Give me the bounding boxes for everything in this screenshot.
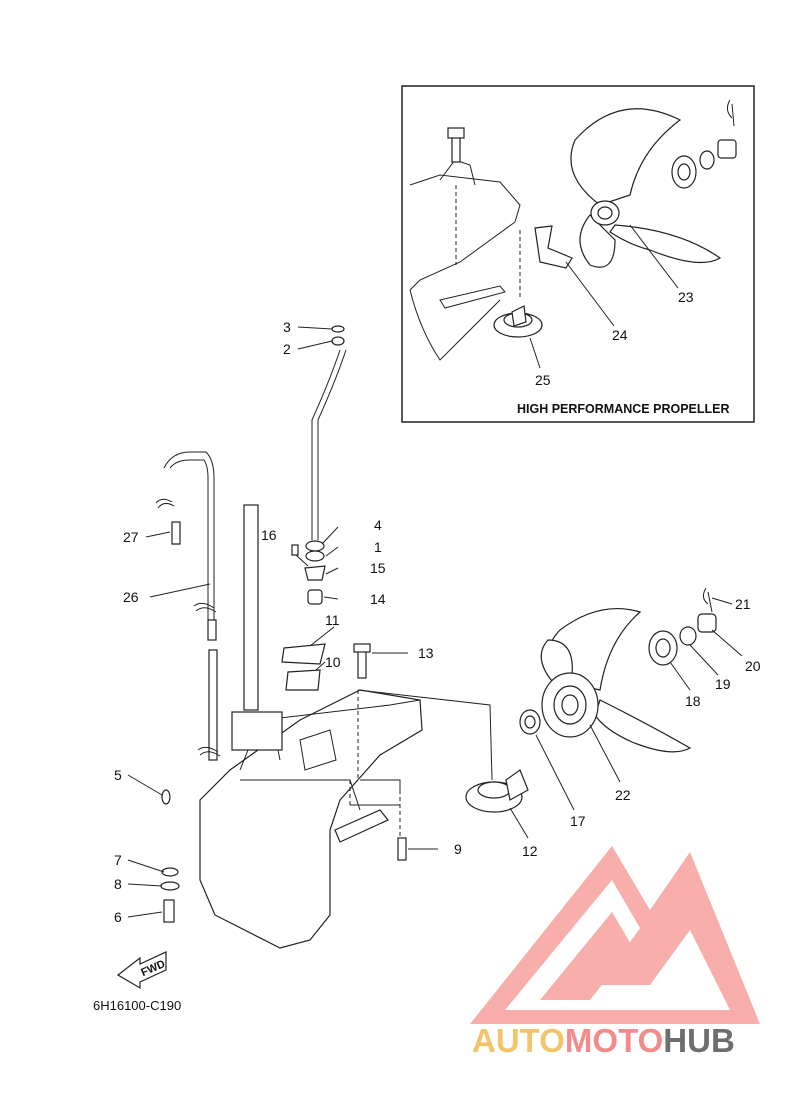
callout-15: 15 — [370, 560, 386, 576]
callout-18: 18 — [685, 693, 701, 709]
lower-unit-assembly — [116, 325, 743, 990]
callout-13: 13 — [418, 645, 434, 661]
watermark-logo — [470, 846, 760, 1024]
watermark-hub: HUB — [663, 1022, 735, 1059]
diagram-code: 6H16100-C190 — [93, 998, 181, 1013]
callout-10: 10 — [325, 654, 341, 670]
callout-12: 12 — [522, 843, 538, 859]
callout-17: 17 — [570, 813, 586, 829]
callout-24: 24 — [612, 327, 628, 343]
callout-22: 22 — [615, 787, 631, 803]
callout-3: 3 — [283, 319, 291, 335]
inset-high-performance — [401, 85, 755, 423]
callout-21: 21 — [735, 596, 751, 612]
callout-25: 25 — [535, 372, 551, 388]
callout-4: 4 — [374, 517, 382, 533]
callout-19: 19 — [715, 676, 731, 692]
callout-2: 2 — [283, 341, 291, 357]
callout-16: 16 — [261, 527, 277, 543]
callout-27: 27 — [123, 529, 139, 545]
watermark-text: AUTOMOTOHUB — [472, 1022, 735, 1059]
callout-6: 6 — [114, 909, 122, 925]
callout-8: 8 — [114, 876, 122, 892]
watermark-auto: AUTO — [472, 1022, 565, 1059]
callout-20: 20 — [745, 658, 761, 674]
callout-5: 5 — [114, 767, 122, 783]
callout-26: 26 — [123, 589, 139, 605]
callout-11: 11 — [325, 612, 340, 628]
callout-1: 1 — [374, 539, 382, 555]
callout-7: 7 — [114, 852, 122, 868]
callout-14: 14 — [370, 591, 386, 607]
watermark-moto: MOTO — [565, 1022, 663, 1059]
callout-labels: 1 2 3 4 5 6 7 8 9 10 11 12 13 14 15 16 1… — [114, 289, 761, 925]
callout-23: 23 — [678, 289, 694, 305]
fwd-arrow — [116, 951, 167, 990]
callout-9: 9 — [454, 841, 462, 857]
inset-title: HIGH PERFORMANCE PROPELLER — [517, 402, 730, 416]
